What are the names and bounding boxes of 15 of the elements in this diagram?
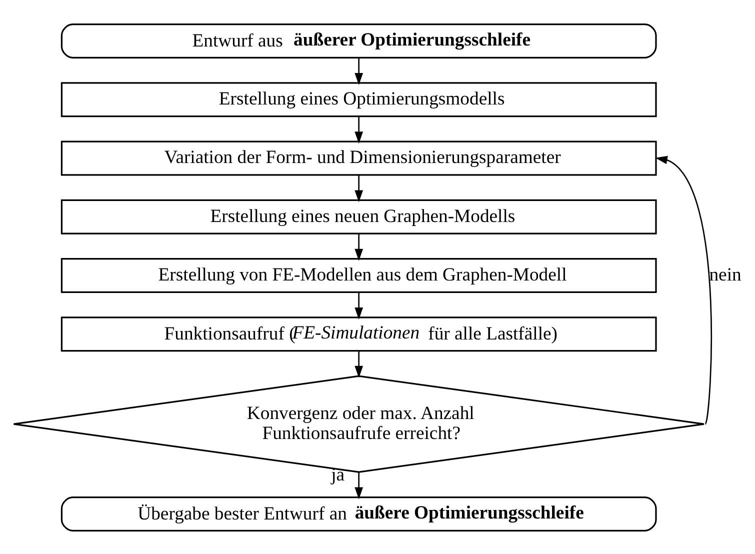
node-box: Entwurf aus äußerer Optimierungsschleife: [60, 23, 657, 58]
arrow: [354, 292, 364, 319]
edge-label: nein: [709, 264, 742, 285]
arrow: [354, 350, 364, 378]
arrow: [354, 472, 364, 499]
arrow: [354, 234, 364, 260]
node-box: Erstellung eines neuen Graphen-Modells: [60, 198, 657, 234]
arrow: [354, 116, 364, 144]
arrow: [655, 155, 712, 424]
arrow: [354, 174, 364, 202]
node-box: Erstellung von FE-Modellen aus dem Graphen-Modell: [60, 258, 657, 292]
node-box: Erstellung eines Optimierungsmodells: [60, 82, 657, 117]
node-box: Übergabe bester Entwurf an äußere Optimierungsschleife: [60, 496, 657, 531]
node-box: Variation der Form- und Dimensionierungsparameter: [60, 140, 657, 176]
arrow: [354, 58, 364, 84]
